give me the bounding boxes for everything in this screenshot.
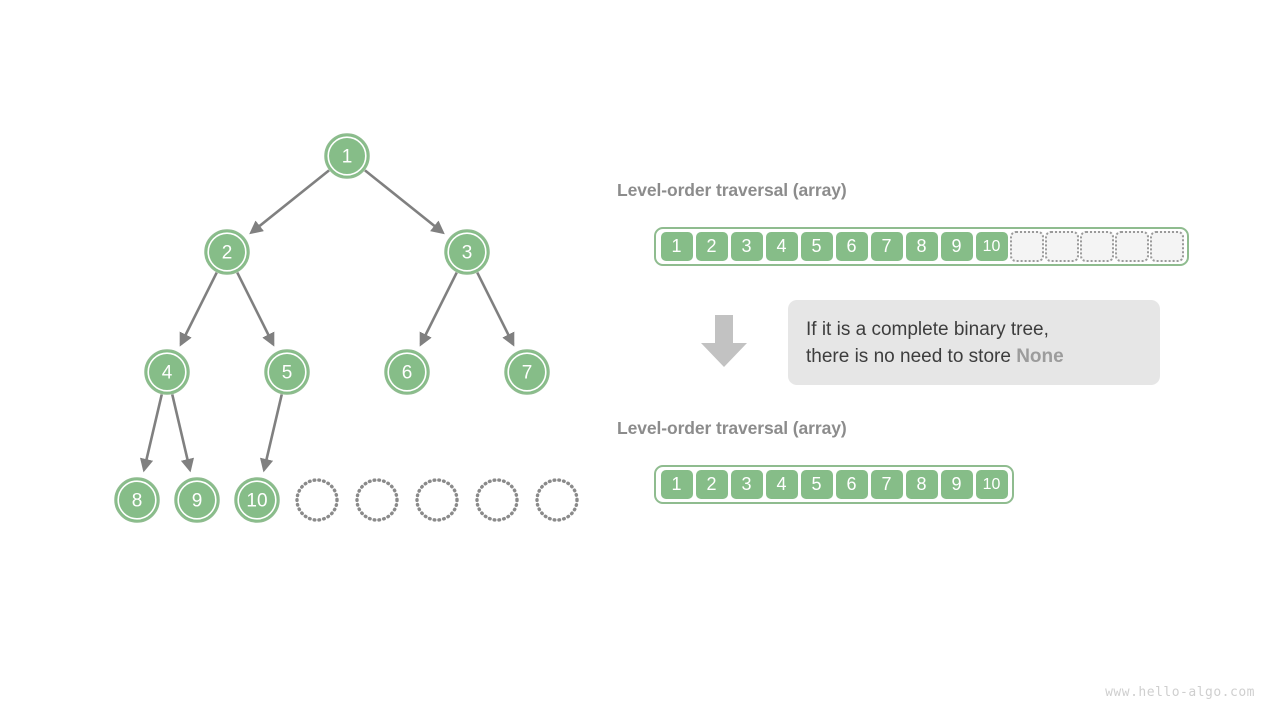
node-label: 5 — [282, 363, 293, 384]
array-cell[interactable]: 3 — [729, 231, 764, 262]
array-cell[interactable]: 2 — [694, 231, 729, 262]
node-label: 9 — [192, 491, 203, 512]
node-inner-ring — [447, 232, 487, 272]
tree-node[interactable]: 1 — [324, 133, 370, 179]
tree-edge — [476, 271, 515, 347]
tree-edge — [419, 271, 458, 347]
array-cell[interactable]: 8 — [904, 469, 939, 500]
node-circle — [144, 349, 190, 395]
tree-edge — [249, 169, 330, 235]
node-circle — [384, 349, 430, 395]
node-inner-ring — [267, 352, 307, 392]
tree-node[interactable]: 3 — [444, 229, 490, 275]
watermark: www.hello-algo.com — [1105, 685, 1255, 700]
node-label: 6 — [402, 363, 413, 384]
node-label: 10 — [246, 491, 267, 512]
array-cell-empty[interactable] — [1044, 231, 1079, 262]
tree-node[interactable]: 2 — [204, 229, 250, 275]
node-inner-ring — [207, 232, 247, 272]
tree-edge — [139, 394, 164, 473]
node-inner-ring — [147, 352, 187, 392]
array-cell[interactable]: 5 — [799, 469, 834, 500]
array-cell[interactable]: 9 — [939, 231, 974, 262]
level-order-array-title-compact: Level-order traversal (array) — [617, 418, 847, 438]
tree-node[interactable]: 10 — [234, 477, 280, 523]
tree-node-empty[interactable] — [475, 478, 519, 522]
array-cell[interactable]: 7 — [869, 231, 904, 262]
node-circle — [264, 349, 310, 395]
callout-box: If it is a complete binary tree, there i… — [788, 300, 1160, 385]
node-inner-ring — [387, 352, 427, 392]
array-cell[interactable]: 10 — [974, 231, 1009, 262]
array-cell-empty[interactable] — [1114, 231, 1149, 262]
node-inner-ring — [507, 352, 547, 392]
tree-node[interactable]: 5 — [264, 349, 310, 395]
tree-edge — [179, 271, 218, 347]
tree-edge — [259, 394, 284, 473]
node-inner-ring — [327, 136, 367, 176]
none-placeholder-circle — [355, 478, 399, 522]
tree-node-group: 1 2 3 4 5 6 7 8 9 10 — [114, 133, 579, 523]
node-circle — [324, 133, 370, 179]
node-inner-ring — [177, 480, 217, 520]
node-label: 4 — [162, 363, 173, 384]
array-cell[interactable]: 4 — [764, 469, 799, 500]
node-label: 3 — [462, 243, 473, 264]
node-label: 8 — [132, 491, 143, 512]
node-inner-ring — [237, 480, 277, 520]
tree-edge — [236, 271, 275, 347]
node-circle — [234, 477, 280, 523]
tree-node[interactable]: 8 — [114, 477, 160, 523]
none-placeholder-circle — [475, 478, 519, 522]
callout-line-1: If it is a complete binary tree, — [806, 318, 1049, 340]
node-circle — [444, 229, 490, 275]
tree-edge-group — [139, 169, 515, 473]
tree-node-empty[interactable] — [535, 478, 579, 522]
array-cell-empty[interactable] — [1079, 231, 1114, 262]
callout-text: If it is a complete binary tree, there i… — [806, 316, 1064, 370]
array-cell[interactable]: 2 — [694, 469, 729, 500]
callout-line-2-prefix: there is no need to store — [806, 345, 1017, 367]
binary-tree-diagram: 1 2 3 4 5 6 7 8 9 10 — [114, 133, 579, 523]
tree-node-empty[interactable] — [355, 478, 399, 522]
array-cell[interactable]: 3 — [729, 469, 764, 500]
tree-node-empty[interactable] — [415, 478, 459, 522]
array-cell[interactable]: 6 — [834, 231, 869, 262]
node-circle — [174, 477, 220, 523]
none-placeholder-circle — [415, 478, 459, 522]
node-circle — [204, 229, 250, 275]
callout-none-keyword: None — [1016, 345, 1064, 367]
tree-node[interactable]: 9 — [174, 477, 220, 523]
array-cell[interactable]: 6 — [834, 469, 869, 500]
tree-node[interactable]: 4 — [144, 349, 190, 395]
array-cell[interactable]: 4 — [764, 231, 799, 262]
array-cell-empty[interactable] — [1149, 231, 1184, 262]
node-inner-ring — [117, 480, 157, 520]
down-arrow-icon — [701, 315, 747, 367]
array-cell[interactable]: 8 — [904, 231, 939, 262]
tree-edge — [364, 169, 445, 235]
array-cell[interactable]: 5 — [799, 231, 834, 262]
node-label: 7 — [522, 363, 533, 384]
array-cell[interactable]: 1 — [659, 469, 694, 500]
array-cell[interactable]: 1 — [659, 231, 694, 262]
array-cell[interactable]: 7 — [869, 469, 904, 500]
array-cell[interactable]: 10 — [974, 469, 1009, 500]
node-circle — [504, 349, 550, 395]
tree-node[interactable]: 6 — [384, 349, 430, 395]
node-circle — [114, 477, 160, 523]
tree-edge — [170, 394, 195, 473]
node-label: 1 — [342, 147, 353, 168]
none-placeholder-circle — [295, 478, 339, 522]
node-label: 2 — [222, 243, 233, 264]
tree-node[interactable]: 7 — [504, 349, 550, 395]
array-cell-empty[interactable] — [1009, 231, 1044, 262]
none-placeholder-circle — [535, 478, 579, 522]
array-cell[interactable]: 9 — [939, 469, 974, 500]
level-order-array-title-full: Level-order traversal (array) — [617, 180, 847, 200]
tree-node-empty[interactable] — [295, 478, 339, 522]
